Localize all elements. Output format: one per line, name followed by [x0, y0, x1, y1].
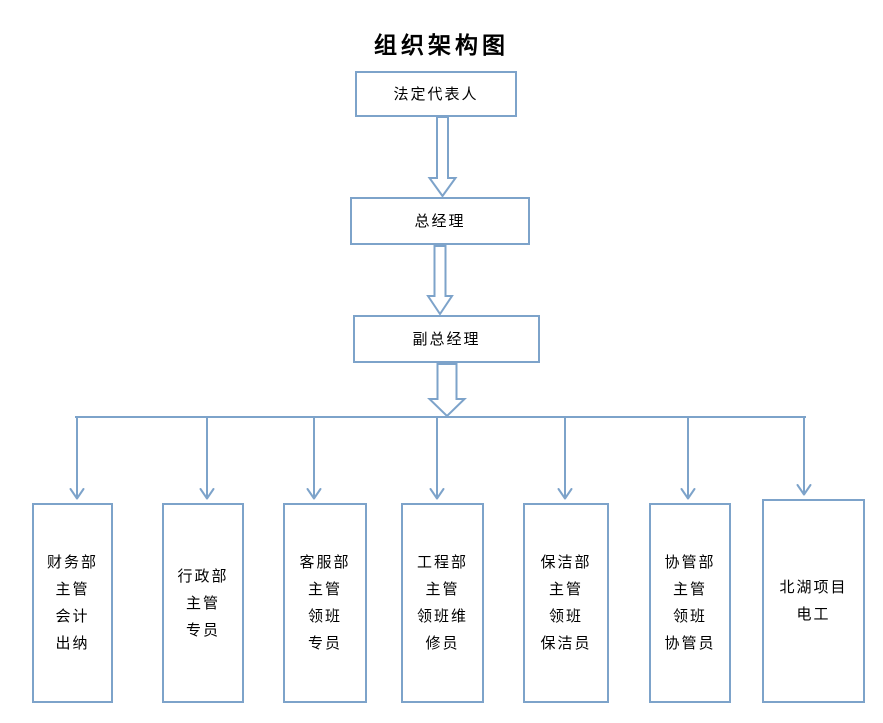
node-beihu-project-electrician: 北湖项目 电工 [762, 499, 865, 703]
node-general-manager: 总经理 [350, 197, 530, 245]
node-cleaning-dept-label: 保洁部 主管 领班 保洁员 [540, 553, 592, 652]
node-general-manager-label: 总经理 [414, 211, 466, 230]
node-customer-service-dept-label: 客服部 主管 领班 专员 [299, 553, 351, 652]
node-deputy-general-manager-label: 副总经理 [412, 329, 481, 348]
arrowhead-customer-service [306, 488, 322, 500]
node-cleaning-dept: 保洁部 主管 领班 保洁员 [523, 503, 609, 703]
arrowhead-engineering [429, 488, 445, 500]
arrowhead-co-management [680, 488, 696, 500]
arrowhead-beihu-project [796, 484, 812, 496]
node-administration-dept-label: 行政部 主管 专员 [177, 566, 229, 639]
chart-title: 组织架构图 [374, 33, 509, 59]
arrowhead-administration [199, 488, 215, 500]
double-arrow-dgm-to-branch [427, 363, 467, 418]
node-legal-representative: 法定代表人 [355, 71, 517, 117]
arrowhead-finance [69, 488, 85, 500]
node-finance-dept-label: 财务部 主管 会计 出纳 [46, 553, 98, 652]
node-finance-dept: 财务部 主管 会计 出纳 [32, 503, 113, 703]
double-arrow-legal-to-gm [427, 116, 458, 198]
node-administration-dept: 行政部 主管 专员 [162, 503, 244, 703]
node-engineering-dept-label: 工程部 主管 领班维 修员 [416, 553, 468, 652]
node-legal-representative-label: 法定代表人 [393, 84, 479, 103]
node-co-management-dept-label: 协管部 主管 领班 协管员 [664, 553, 716, 652]
double-arrow-gm-to-dgm [426, 245, 454, 316]
node-customer-service-dept: 客服部 主管 领班 专员 [283, 503, 367, 703]
arrowhead-cleaning [557, 488, 573, 500]
node-beihu-project-electrician-label: 北湖项目 电工 [779, 578, 848, 623]
node-co-management-dept: 协管部 主管 领班 协管员 [649, 503, 731, 703]
node-deputy-general-manager: 副总经理 [353, 315, 540, 363]
node-engineering-dept: 工程部 主管 领班维 修员 [401, 503, 484, 703]
